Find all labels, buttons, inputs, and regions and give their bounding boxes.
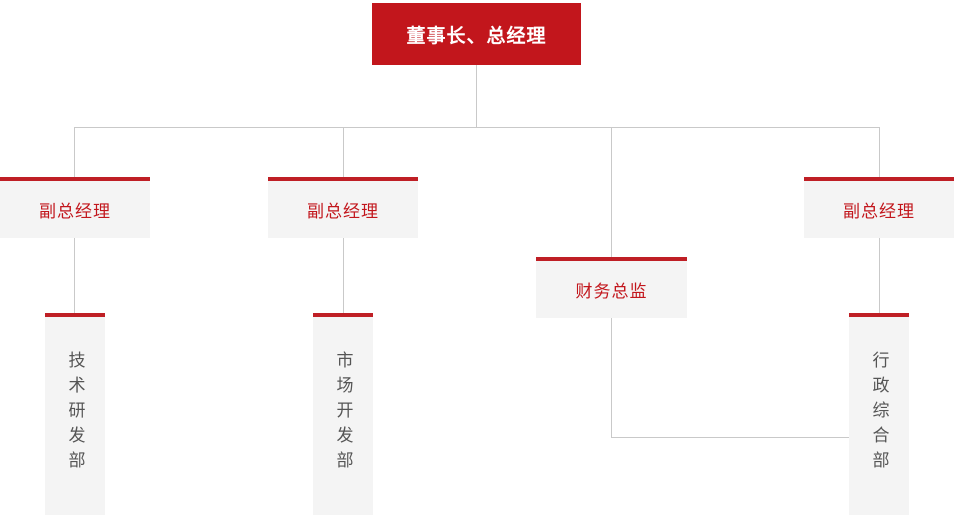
connector-cfo-elbow-horizontal [611,437,849,438]
node-vice-general-manager-2[interactable]: 副总经理 [268,177,418,238]
node-vice-general-manager-3-label: 副总经理 [843,202,915,221]
node-finance-director-label: 财务总监 [575,282,648,301]
connector-main-bus [74,127,880,128]
node-vice-general-manager-2-label: 副总经理 [307,202,379,221]
node-chairman-general-manager-label: 董事长、总经理 [406,25,547,47]
node-vice-general-manager-1-label: 副总经理 [39,202,111,221]
connector-vp2-to-dept2 [343,238,344,313]
node-vice-general-manager-3[interactable]: 副总经理 [804,177,954,238]
connector-bus-drop-4 [879,127,880,177]
node-administration-department-label: 行政综合部 [869,351,889,476]
node-tech-rnd-department-label: 技术研发部 [65,351,85,476]
connector-bus-drop-2 [343,127,344,177]
node-tech-rnd-department[interactable]: 技术研发部 [45,313,105,515]
node-market-development-department-label: 市场开发部 [333,351,353,476]
node-vice-general-manager-1[interactable]: 副总经理 [0,177,150,238]
connector-root-stem [476,65,477,127]
node-chairman-general-manager[interactable]: 董事长、总经理 [372,3,581,65]
node-administration-department[interactable]: 行政综合部 [849,313,909,515]
connector-bus-drop-3 [611,127,612,257]
connector-bus-drop-1 [74,127,75,177]
connector-vp4-to-dept3 [879,238,880,313]
node-market-development-department[interactable]: 市场开发部 [313,313,373,515]
connector-cfo-elbow-vertical [611,318,612,437]
node-finance-director[interactable]: 财务总监 [536,257,687,318]
connector-vp1-to-dept1 [74,238,75,313]
